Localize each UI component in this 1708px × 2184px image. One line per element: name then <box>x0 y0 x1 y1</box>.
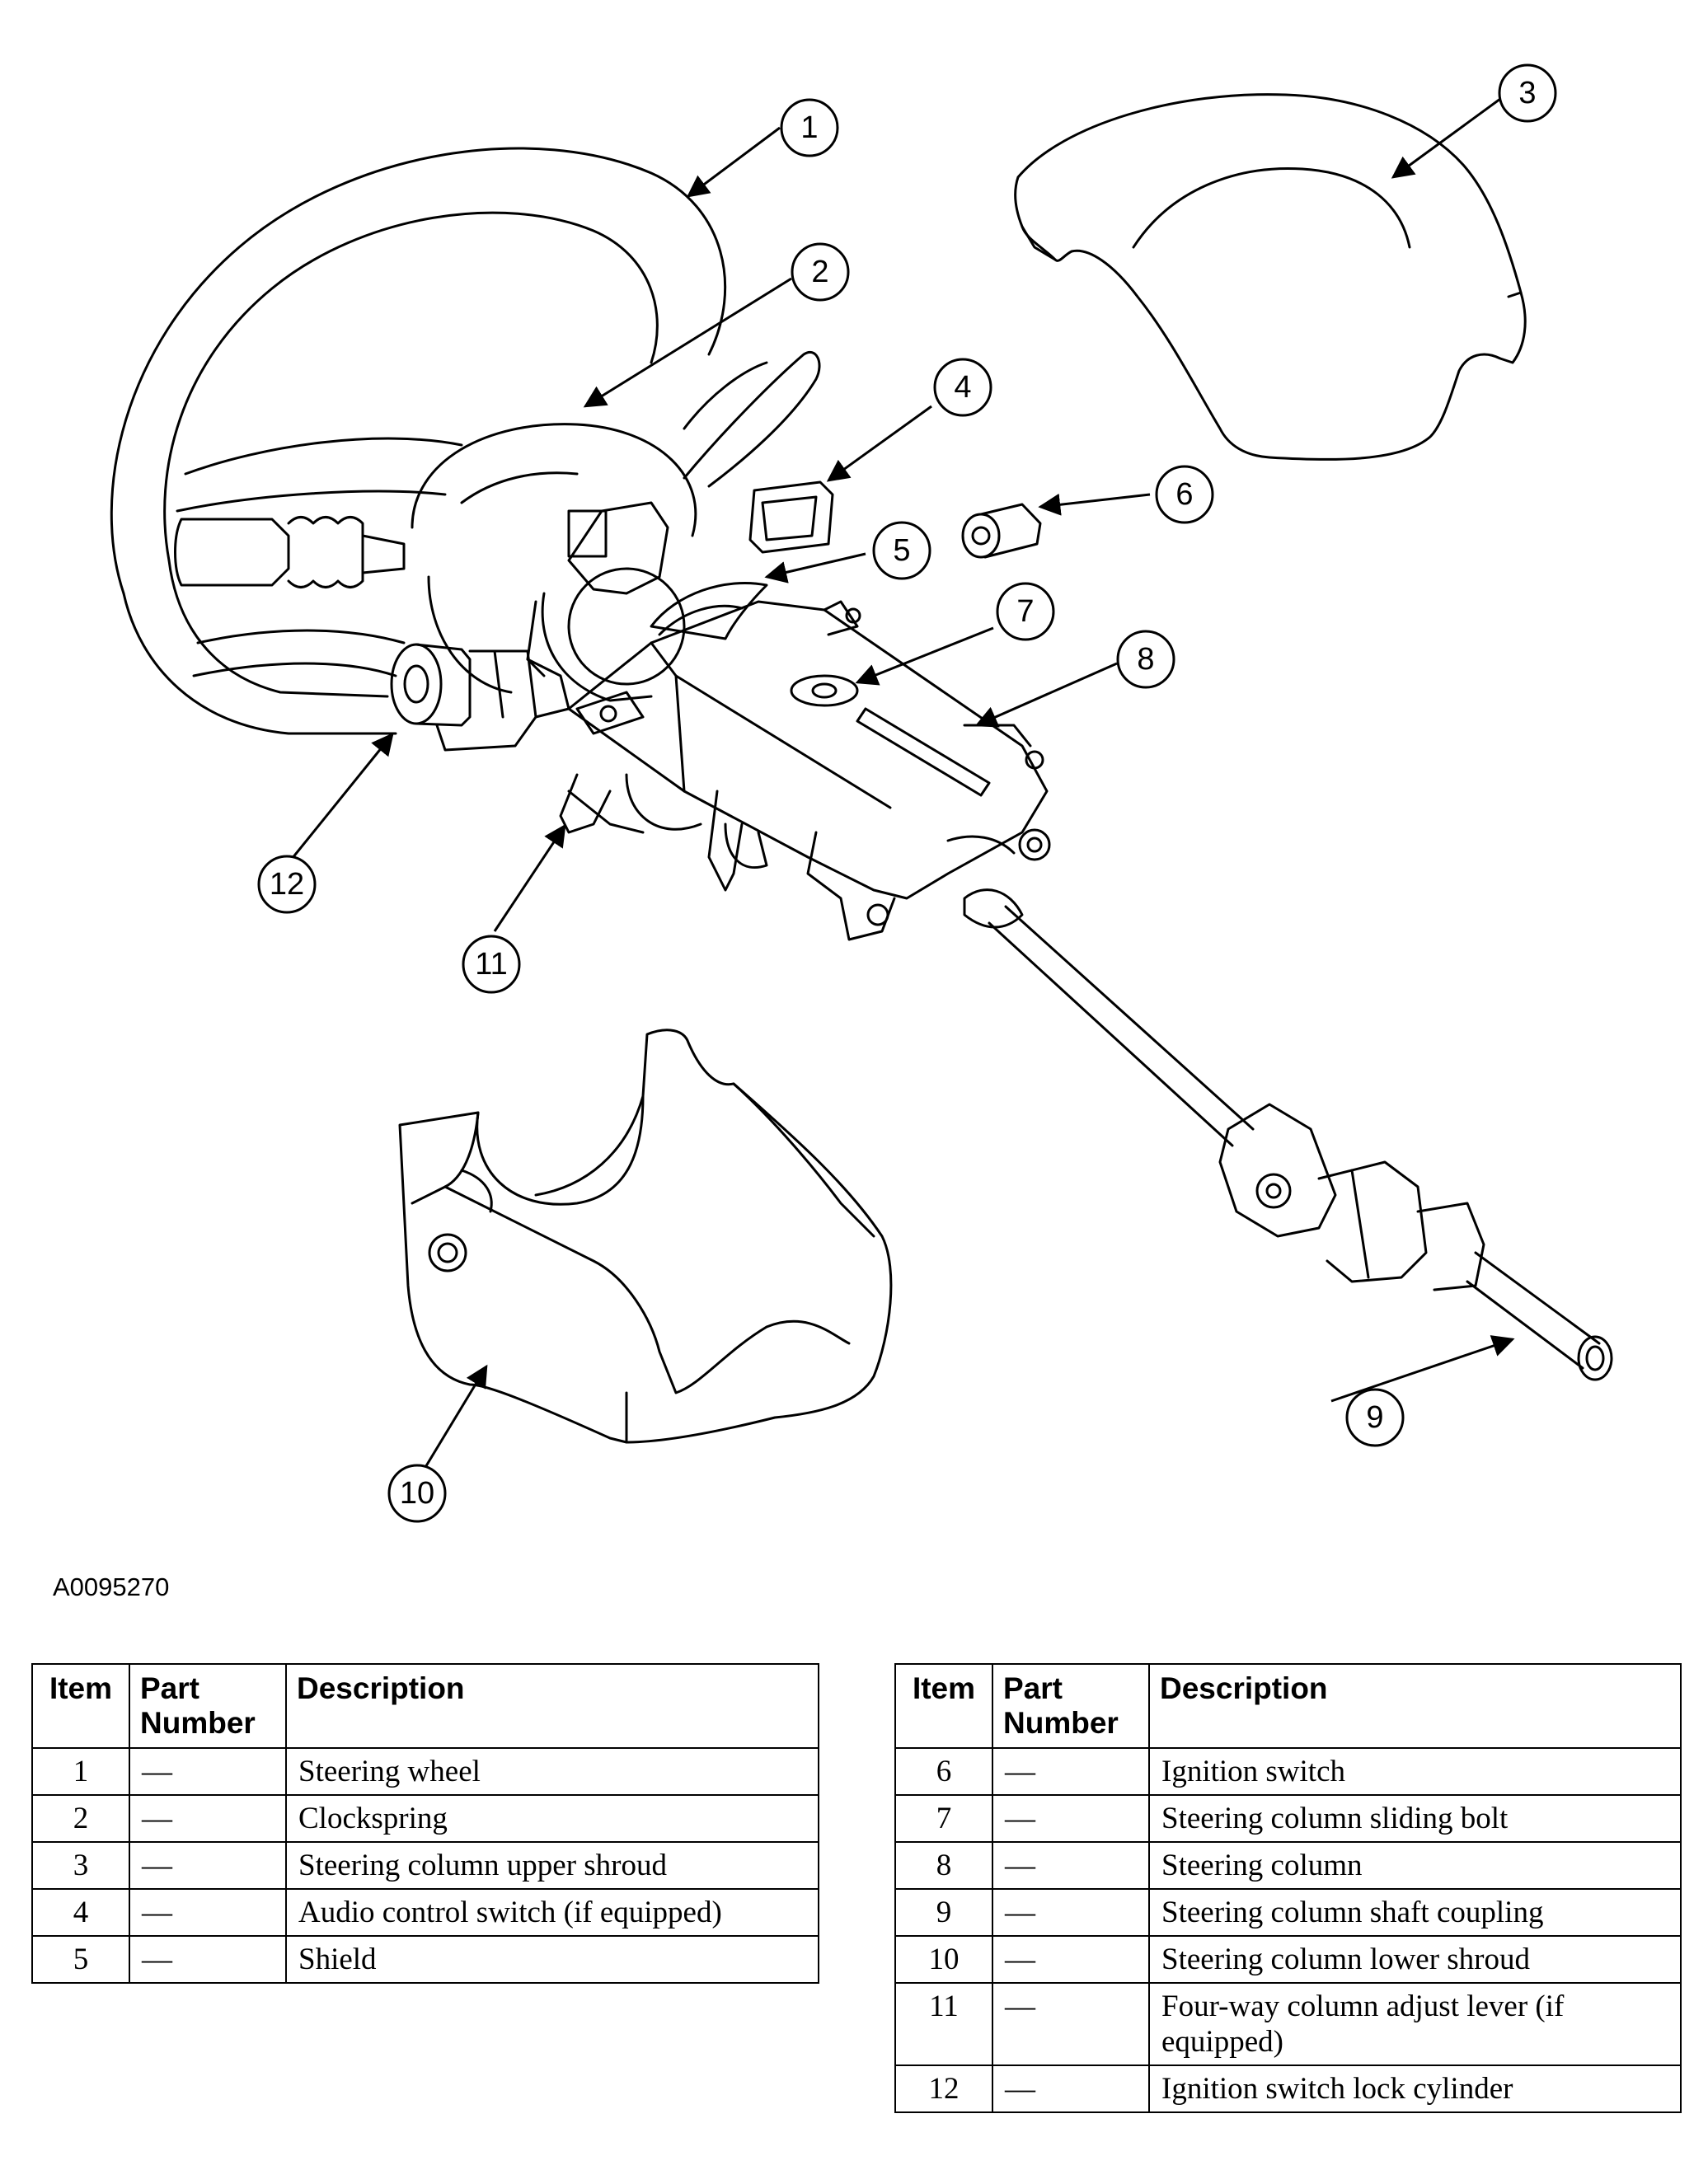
svg-text:5: 5 <box>893 533 910 568</box>
table-row: 3 — Steering column upper shroud <box>31 1841 819 1890</box>
item-cell: 4 <box>31 1888 130 1937</box>
steering-wheel-drawing <box>110 147 821 735</box>
part-number-cell: — <box>992 1841 1150 1890</box>
callout-1: 1 <box>780 98 839 157</box>
item-cell: 2 <box>31 1794 130 1843</box>
part-number-cell: — <box>129 1888 287 1937</box>
parts-table-right: Item Part Number Description 6 — Ignitio… <box>894 1663 1682 2113</box>
svg-text:4: 4 <box>954 370 971 405</box>
lock-cylinder-drawing <box>390 643 570 752</box>
part-number-cell: — <box>992 1935 1150 1984</box>
exploded-steering-column-diagram: 1 2 3 4 5 6 7 8 9 10 11 12 <box>110 63 1613 1523</box>
lower-shroud-drawing <box>398 1029 893 1444</box>
table-row: 8 — Steering column <box>894 1841 1682 1890</box>
part-number-cell: — <box>992 1888 1150 1937</box>
callout-8: 8 <box>1116 630 1175 689</box>
item-cell: 9 <box>894 1888 993 1937</box>
description-cell: Clockspring <box>285 1794 819 1843</box>
table-header-row: Item Part Number Description <box>894 1663 1682 1749</box>
figure-id: A0095270 <box>53 1572 170 1601</box>
svg-text:8: 8 <box>1137 642 1154 677</box>
table-row: 6 — Ignition switch <box>894 1747 1682 1796</box>
description-cell: Ignition switch lock cylinder <box>1148 2064 1682 2113</box>
column-header-part-number: Part Number <box>992 1663 1150 1749</box>
description-cell: Steering column sliding bolt <box>1148 1794 1682 1843</box>
upper-shroud-drawing <box>1014 93 1527 461</box>
item-cell: 7 <box>894 1794 993 1843</box>
item-cell: 3 <box>31 1841 130 1890</box>
callout-11: 11 <box>462 935 521 994</box>
table-row: 10 — Steering column lower shroud <box>894 1935 1682 1984</box>
item-cell: 10 <box>894 1935 993 1984</box>
description-cell: Steering column lower shroud <box>1148 1935 1682 1984</box>
description-cell: Steering column <box>1148 1841 1682 1890</box>
shield-drawing <box>650 581 768 640</box>
svg-text:3: 3 <box>1518 76 1536 110</box>
part-number-cell: — <box>992 2064 1150 2113</box>
item-cell: 12 <box>894 2064 993 2113</box>
part-number-cell: — <box>129 1794 287 1843</box>
part-number-cell: — <box>992 1794 1150 1843</box>
svg-text:11: 11 <box>475 947 507 982</box>
item-cell: 11 <box>894 1982 993 2066</box>
column-header-part-number: Part Number <box>129 1663 287 1749</box>
table-row: 11 — Four-way column adjust lever (if eq… <box>894 1982 1682 2066</box>
svg-text:6: 6 <box>1175 477 1193 512</box>
svg-text:9: 9 <box>1366 1400 1383 1435</box>
item-cell: 5 <box>31 1935 130 1984</box>
shaft-coupling-drawing <box>963 888 1613 1381</box>
description-cell: Steering wheel <box>285 1747 819 1796</box>
table-row: 2 — Clockspring <box>31 1794 819 1843</box>
table-row: 9 — Steering column shaft coupling <box>894 1888 1682 1937</box>
description-cell: Four-way column adjust lever (if equippe… <box>1148 1982 1682 2066</box>
callout-12: 12 <box>257 855 317 914</box>
part-number-cell: — <box>992 1982 1150 2066</box>
column-header-item: Item <box>31 1663 130 1749</box>
callout-2: 2 <box>791 242 850 302</box>
callout-4: 4 <box>933 358 992 417</box>
svg-text:2: 2 <box>811 255 828 289</box>
callout-5: 5 <box>872 521 931 580</box>
item-cell: 1 <box>31 1747 130 1796</box>
callout-7: 7 <box>996 582 1055 641</box>
part-number-cell: — <box>129 1935 287 1984</box>
table-row: 7 — Steering column sliding bolt <box>894 1794 1682 1843</box>
column-header-description: Description <box>1148 1663 1682 1749</box>
part-number-cell: — <box>992 1747 1150 1796</box>
description-cell: Steering column upper shroud <box>285 1841 819 1890</box>
adjust-lever-drawing <box>559 773 768 892</box>
callout-3: 3 <box>1498 63 1557 123</box>
svg-text:1: 1 <box>800 110 818 145</box>
description-cell: Ignition switch <box>1148 1747 1682 1796</box>
description-cell: Steering column shaft coupling <box>1148 1888 1682 1937</box>
table-row: 4 — Audio control switch (if equipped) <box>31 1888 819 1937</box>
item-cell: 6 <box>894 1747 993 1796</box>
callout-10: 10 <box>387 1464 447 1523</box>
parts-table-left: Item Part Number Description 1 — Steerin… <box>31 1663 819 1984</box>
audio-switch-drawing <box>748 480 834 554</box>
steering-column-bracket-drawing <box>567 600 1051 941</box>
svg-text:7: 7 <box>1016 594 1034 629</box>
description-cell: Audio control switch (if equipped) <box>285 1888 819 1937</box>
table-row: 12 — Ignition switch lock cylinder <box>894 2064 1682 2113</box>
svg-text:12: 12 <box>270 867 304 902</box>
part-number-cell: — <box>129 1841 287 1890</box>
item-cell: 8 <box>894 1841 993 1890</box>
ignition-switch-drawing <box>961 503 1042 559</box>
description-cell: Shield <box>285 1935 819 1984</box>
svg-text:10: 10 <box>400 1476 434 1511</box>
table-row: 1 — Steering wheel <box>31 1747 819 1796</box>
table-row: 5 — Shield <box>31 1935 819 1984</box>
callout-6: 6 <box>1155 465 1214 524</box>
part-number-cell: — <box>129 1747 287 1796</box>
column-header-item: Item <box>894 1663 993 1749</box>
column-header-description: Description <box>285 1663 819 1749</box>
table-header-row: Item Part Number Description <box>31 1663 819 1749</box>
callout-9: 9 <box>1345 1388 1405 1447</box>
